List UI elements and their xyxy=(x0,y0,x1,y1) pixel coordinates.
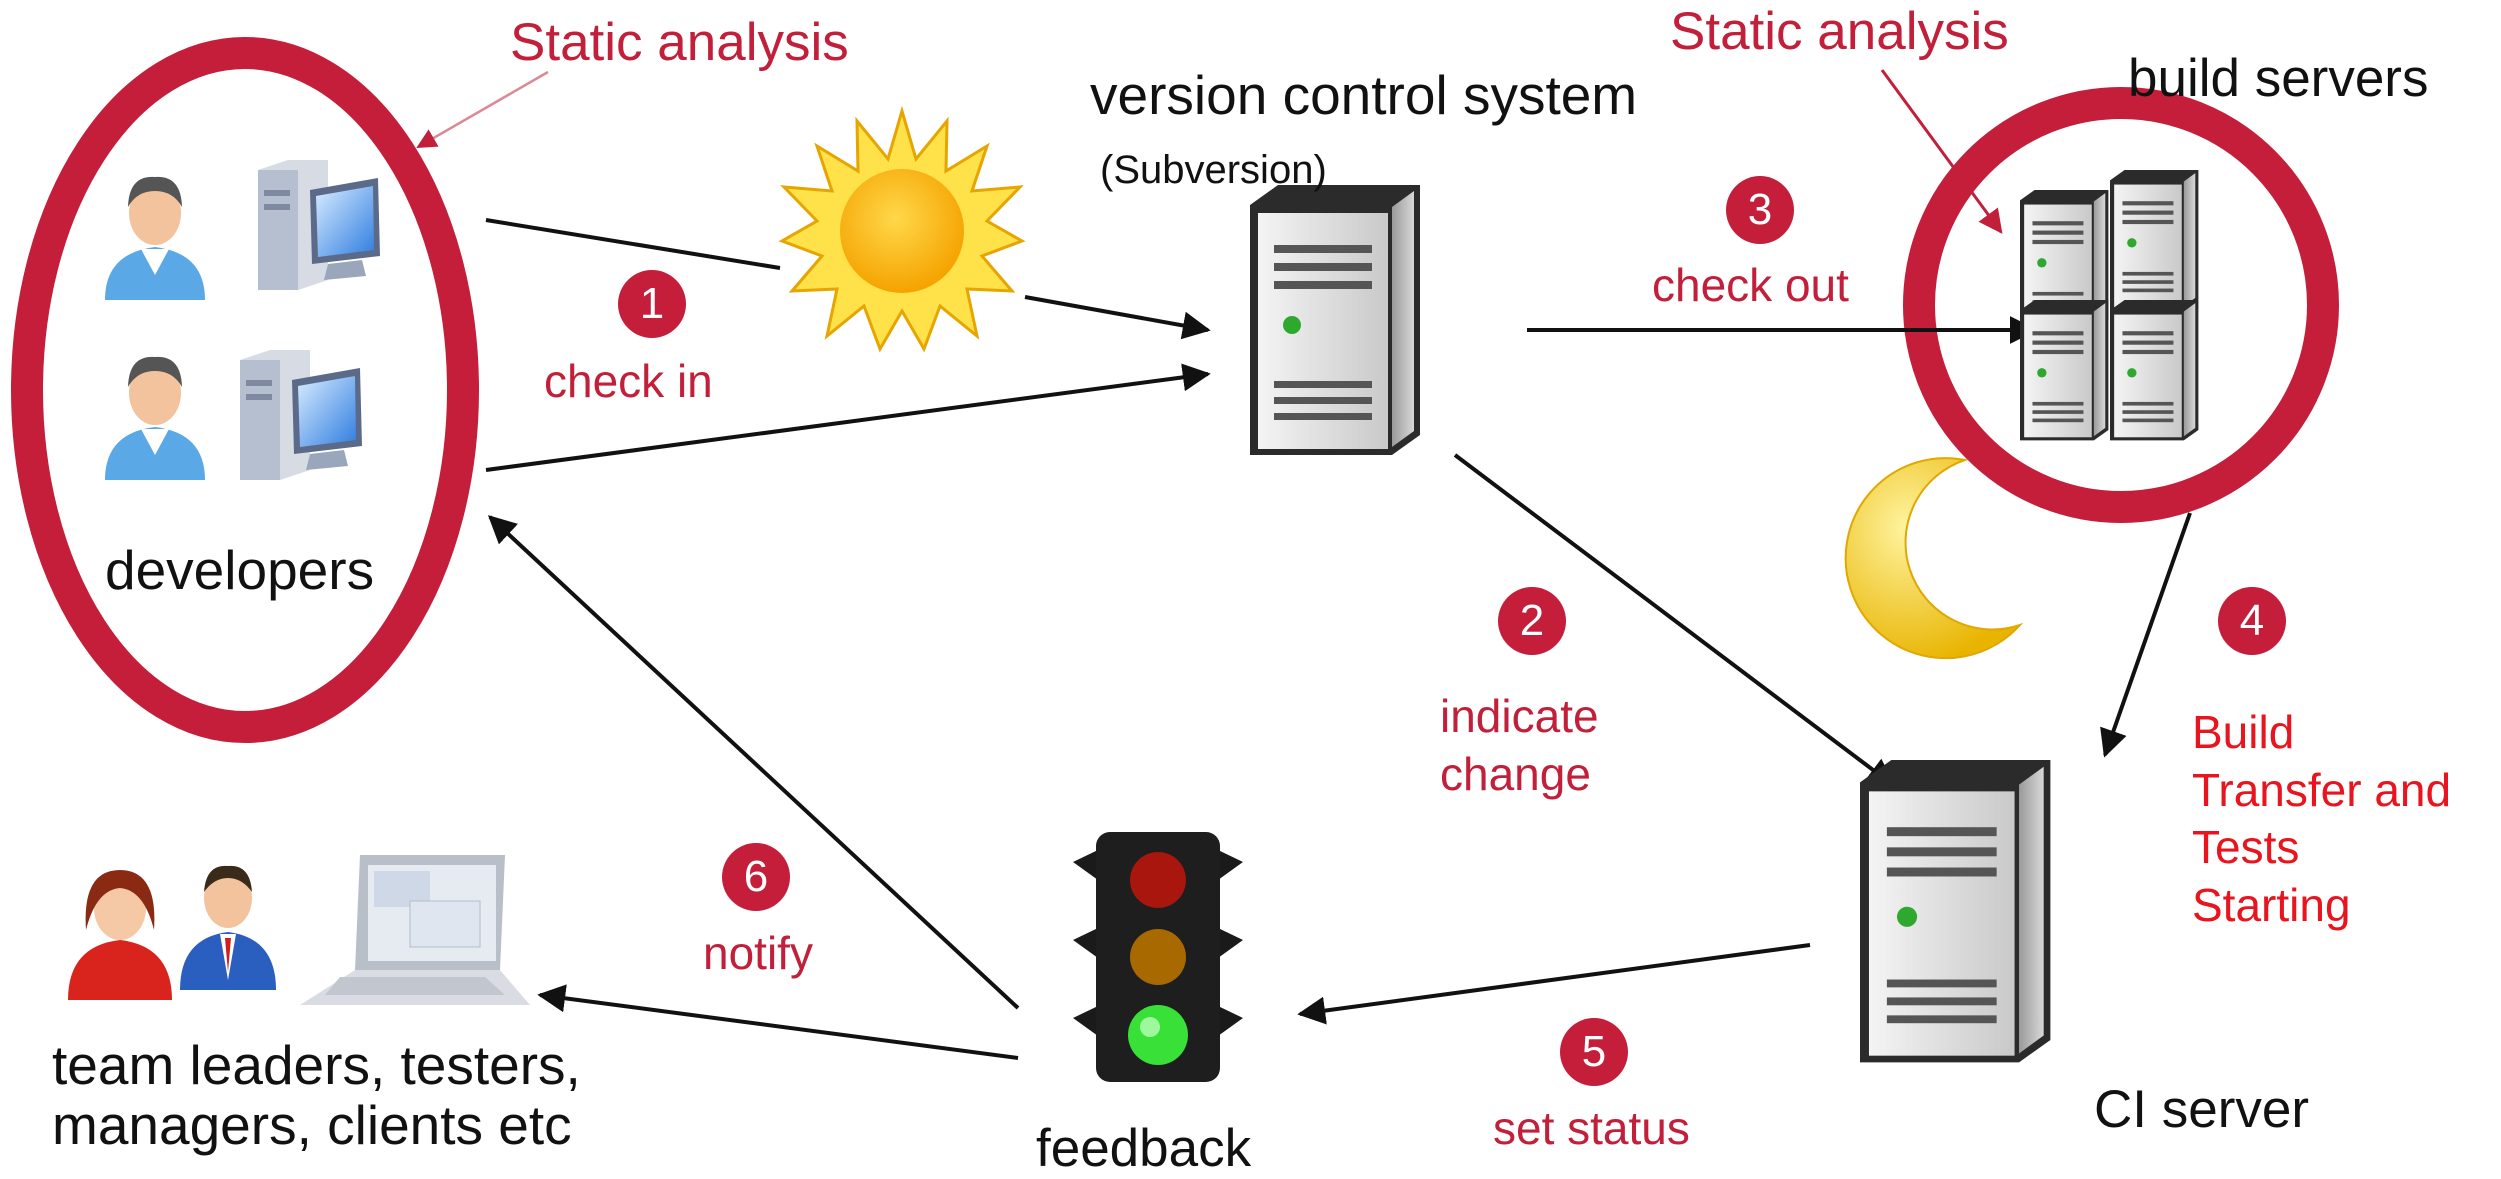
arrow-notify-developers xyxy=(487,515,1020,1010)
static-analysis-left-label: Static analysis xyxy=(510,13,849,72)
step-6-badge: 6 xyxy=(722,843,790,911)
arrow-checkin xyxy=(485,363,1211,472)
step-2-badge: 2 xyxy=(1498,587,1566,655)
team-label-line1: team leaders, testers, xyxy=(52,1034,581,1096)
version-control-system-label: version control system xyxy=(1090,64,1638,126)
static-analysis-right-label: Static analysis xyxy=(1670,2,2009,61)
version-control-server-icon xyxy=(1250,185,1420,455)
developers-label: developers xyxy=(105,539,375,601)
server-cluster-icon xyxy=(2110,170,2199,311)
arrow-sun-to-vcs xyxy=(1024,295,1211,340)
static-analysis-right-pointer xyxy=(1880,69,2003,234)
subversion-label: (Subversion) xyxy=(1100,148,1327,192)
feedback-label: feedback xyxy=(1036,1119,1252,1178)
step-2-label-line: change xyxy=(1440,747,1591,800)
step-1-label: check in xyxy=(544,355,713,407)
arrow-set-status xyxy=(1297,943,1811,1025)
developers-highlight-ring xyxy=(11,37,479,743)
team-people-icon xyxy=(68,865,276,1000)
moon-icon xyxy=(1844,457,2024,660)
ci-server-label: CI server xyxy=(2094,1080,2309,1139)
step-4-label-line: Build xyxy=(2192,706,2295,758)
developer-computer-icon xyxy=(258,160,380,290)
build-servers-highlight-ring xyxy=(1903,87,2339,523)
static-analysis-left-pointer xyxy=(416,70,549,149)
step-4-label-line: Transfer and xyxy=(2192,763,2452,816)
step-3-label: check out xyxy=(1652,259,1849,311)
build-servers-label: build servers xyxy=(2128,49,2429,108)
developer-person-icon xyxy=(105,356,205,480)
step-2-label: indicate change xyxy=(1440,688,1599,803)
developer-person-icon xyxy=(105,176,205,300)
team-label-line2: managers, clients etc xyxy=(52,1094,572,1156)
step-5-badge: 5 xyxy=(1560,1018,1628,1086)
arrow-build-to-ci xyxy=(2100,512,2192,758)
arrow-indicate-change xyxy=(1453,453,1896,787)
step-4-label-line: Starting xyxy=(2192,878,2351,931)
developer-computer-icon xyxy=(240,350,362,480)
server-cluster-icon xyxy=(2020,300,2109,441)
server-cluster-icon xyxy=(2110,300,2199,441)
step-3-badge: 3 xyxy=(1726,176,1794,244)
arrow-notify-team xyxy=(537,984,1019,1060)
step-4-label: Build Transfer and Tests Starting xyxy=(2192,704,2451,934)
ci-server-icon xyxy=(1860,760,2051,1063)
step-2-label-line: indicate xyxy=(1440,690,1599,742)
arrow-devs-to-sun xyxy=(485,218,781,270)
step-5-label: set status xyxy=(1493,1102,1690,1154)
laptop-icon xyxy=(300,855,530,1005)
traffic-light-icon xyxy=(1073,832,1243,1082)
step-1-badge: 1 xyxy=(618,270,686,338)
step-4-label-line: Tests xyxy=(2192,821,2300,873)
step-4-badge: 4 xyxy=(2218,587,2286,655)
step-6-label: notify xyxy=(703,927,813,979)
sun-icon xyxy=(778,105,1026,353)
